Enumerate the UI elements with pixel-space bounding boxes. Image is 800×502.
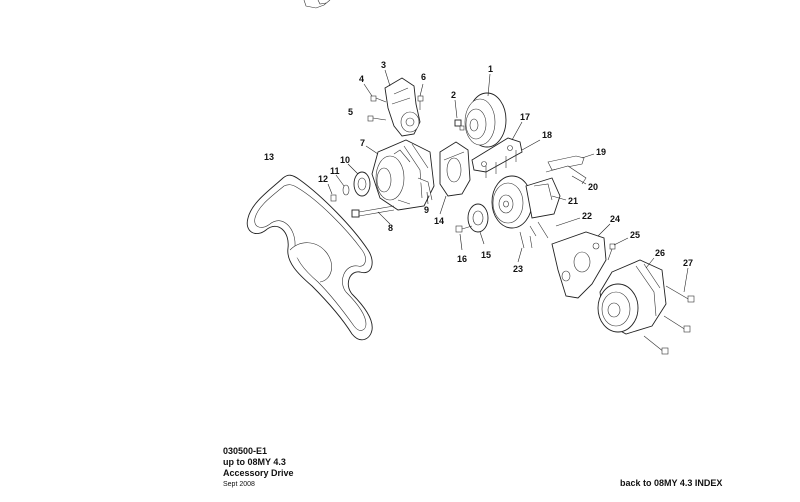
model-year-label: up to 08MY 4.3 [223, 457, 286, 467]
callout-5: 5 [348, 107, 353, 117]
alternator-bracket [417, 177, 433, 205]
callout-7: 7 [360, 138, 365, 148]
bolts-23 [517, 231, 533, 263]
diagram-date: Sept 2008 [223, 481, 255, 488]
diagram-code: 030500-E1 [223, 446, 268, 456]
bolts-22 [529, 217, 581, 239]
washer-11 [335, 174, 350, 196]
alternator-bolt [351, 205, 395, 225]
power-steering-pump-pulley [491, 175, 567, 229]
bolt-5 [367, 115, 387, 122]
callout-21: 21 [568, 196, 578, 206]
callout-1: 1 [488, 64, 493, 74]
bolts-18 [485, 139, 541, 178]
callout-11: 11 [330, 166, 340, 176]
callout-16: 16 [457, 254, 467, 264]
bolt-6 [417, 83, 424, 110]
callout-19: 19 [596, 147, 606, 157]
callout-15: 15 [481, 250, 491, 260]
callout-17: 17 [520, 112, 530, 122]
idler-bolt [455, 225, 473, 251]
callout-12: 12 [318, 174, 328, 184]
callout-3: 3 [381, 60, 386, 70]
callout-13: 13 [264, 152, 274, 162]
callout-25: 25 [630, 230, 640, 240]
callout-6: 6 [421, 72, 426, 82]
bolt-2 [454, 99, 465, 131]
compressor-bracket [551, 223, 611, 299]
nut-12 [327, 183, 337, 202]
alternator [365, 139, 435, 211]
bolt-4 [363, 83, 387, 103]
back-to-index-link[interactable]: back to 08MY 4.3 INDEX [620, 478, 723, 488]
callout-2: 2 [451, 90, 456, 100]
bolt-25 [607, 237, 629, 261]
callout-24: 24 [610, 214, 620, 224]
callout-4: 4 [359, 74, 364, 84]
crankshaft-pulley [464, 73, 507, 148]
diagram-title: Accessory Drive [223, 468, 294, 478]
callout-14: 14 [434, 216, 444, 226]
callout-23: 23 [513, 264, 523, 274]
callout-26: 26 [655, 248, 665, 258]
callout-10: 10 [340, 155, 350, 165]
callout-18: 18 [542, 130, 552, 140]
tensioner-assembly [384, 69, 421, 137]
callout-27: 27 [683, 258, 693, 268]
compressor-bolts [643, 267, 695, 355]
mounting-bracket [471, 121, 523, 173]
callout-8: 8 [388, 223, 393, 233]
drive-belt [246, 174, 373, 341]
callout-22: 22 [582, 211, 592, 221]
bracket-20 [545, 165, 587, 185]
callout-20: 20 [588, 182, 598, 192]
ac-compressor [597, 257, 667, 335]
alternator-pulley [347, 163, 371, 197]
top-partial-part [303, 0, 331, 9]
idler-bracket [439, 141, 471, 215]
idler-pulley [467, 203, 489, 245]
callout-9: 9 [424, 205, 429, 215]
bracket-19 [547, 153, 595, 171]
